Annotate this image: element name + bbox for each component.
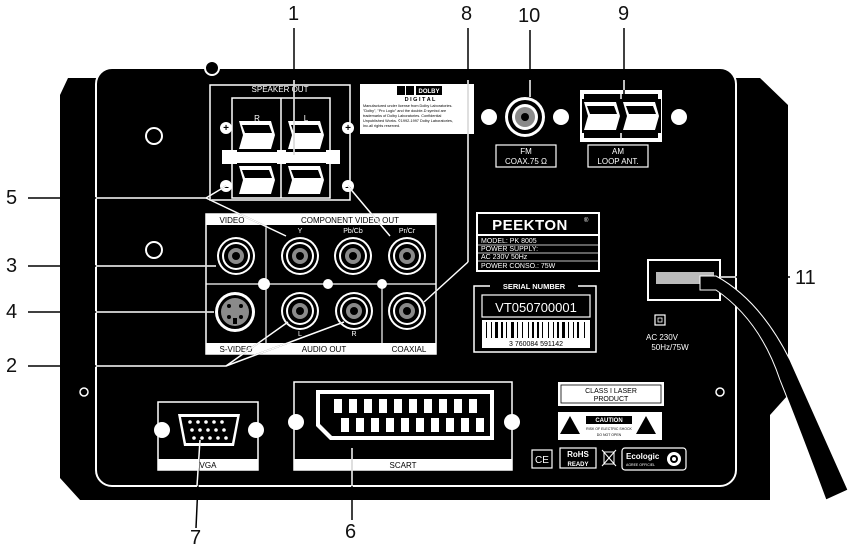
power-cord-block: AC 230V 50Hz/75W [646, 259, 848, 501]
component-pb-label: Pb/Cb [343, 228, 363, 235]
dolby-line-1: Manufactured under license from Dolby La… [363, 104, 453, 108]
callout-7: 7 [190, 527, 202, 549]
fm-coax-label: COAX.75 Ω [505, 157, 547, 166]
scart-label: SCART [390, 461, 417, 470]
fm-antenna-block: FM COAX.75 Ω [481, 97, 569, 168]
vga-label: VGA [200, 461, 218, 470]
top-mount-hole [204, 60, 220, 76]
barcode-digits: 3 760084 591142 [509, 341, 563, 348]
rohs-ready: READY [567, 462, 588, 468]
callout-5: 5 [6, 187, 18, 209]
rohs-mark: RoHS [567, 450, 589, 459]
leader-lines-inner [96, 80, 736, 487]
svideo-label: S-VIDEO [220, 345, 253, 354]
caution-line-1: RISK OF ELECTRIC SHOCK [586, 427, 632, 431]
callout-4: 4 [6, 301, 18, 323]
caution-label: CAUTION RISK OF ELECTRIC SHOCK DO NOT OP… [558, 412, 662, 440]
brand-registered: ® [584, 217, 589, 224]
serial-title: SERIAL NUMBER [503, 282, 566, 291]
audio-l-label: L [298, 331, 302, 338]
speaker-plus-right: + [345, 123, 351, 134]
panel-hole-lower [145, 241, 163, 259]
callout-9: 9 [618, 3, 630, 25]
component-y-label: Y [298, 228, 303, 235]
left-screw-hole [79, 387, 89, 397]
speaker-minus-left: – [223, 182, 229, 193]
power-rating-2: 50Hz/75W [651, 343, 689, 352]
component-pr-label: Pr/Cr [399, 228, 416, 235]
brand-name: PEEKTON [492, 217, 568, 234]
dolby-brand: DOLBY [419, 89, 440, 95]
weee-bin-icon [601, 449, 617, 467]
scart-block: SCART [288, 381, 520, 471]
audio-out-label: AUDIO OUT [302, 345, 347, 354]
callout-10: 10 [518, 5, 541, 27]
dolby-license-box: DOLBY D I G I T A L Manufactured under l… [360, 84, 474, 134]
video-label: VIDEO [220, 216, 245, 225]
model-row-4: POWER CONSO.: 75W [481, 263, 556, 270]
right-screw-hole [715, 387, 725, 397]
speaker-minus-right: – [345, 182, 351, 193]
dolby-line-4: Unpublished Works. ©1992-1997 Dolby Labo… [363, 119, 453, 123]
serial-number-label: SERIAL NUMBER VT050700001 3 760084 59114… [473, 281, 597, 353]
ce-mark: CE [535, 455, 549, 466]
barcode-bars [486, 322, 585, 338]
laser-label: CLASS I LASER PRODUCT [558, 382, 664, 406]
av-output-block: VIDEO COMPONENT VIDEO OUT S-VIDEO AUDIO … [205, 213, 437, 355]
am-label: AM [612, 147, 624, 156]
ecologic-sub: AGREE OFFICIEL [626, 463, 655, 467]
vga-pins [188, 420, 228, 440]
fm-label: FM [520, 147, 532, 156]
panel-hole-upper [145, 127, 163, 145]
compliance-marks: CE RoHS READY Ecologic AGREE OFFICIEL [531, 447, 687, 471]
laser-line-2: PRODUCT [594, 396, 629, 403]
model-label: PEEKTON ® MODEL: PK 8005 POWER SUPPLY: A… [476, 212, 600, 272]
am-antenna-block: AM LOOP ANT. [580, 90, 687, 168]
dolby-line-3: trademarks of Dolby Laboratories. Confid… [363, 114, 441, 118]
caution-title: CAUTION [595, 418, 622, 424]
dolby-digital: D I G I T A L [405, 97, 436, 103]
serial-number: VT050700001 [495, 300, 577, 315]
model-row-1: MODEL: PK 8005 [481, 238, 537, 245]
callout-11: 11 [795, 267, 816, 289]
caution-line-2: DO NOT OPEN [597, 433, 622, 437]
coaxial-label: COAXIAL [392, 345, 427, 354]
callout-3: 3 [6, 255, 18, 277]
power-rating-1: AC 230V [646, 333, 679, 342]
dolby-line-5: Inc.all rights reserved. [363, 124, 400, 128]
model-row-2: POWER SUPPLY: [481, 246, 538, 253]
model-row-3: AC 230V 50Hz [481, 254, 528, 261]
speaker-out-title: SPEAKER OUT [252, 85, 309, 94]
callout-6: 6 [345, 521, 357, 543]
callout-8: 8 [461, 3, 473, 25]
vga-block: VGA [154, 401, 264, 471]
component-video-label: COMPONENT VIDEO OUT [301, 216, 399, 225]
speaker-out-block: SPEAKER OUT R L + + – – [209, 84, 354, 201]
audio-r-label: R [351, 331, 356, 338]
am-loop-label: LOOP ANT. [597, 157, 638, 166]
callout-2: 2 [6, 355, 18, 377]
scart-pins [334, 399, 484, 432]
laser-line-1: CLASS I LASER [585, 388, 637, 395]
speaker-l-label: L [304, 114, 309, 123]
speaker-plus-left: + [223, 123, 229, 134]
ecologic-mark: Ecologic [626, 452, 660, 461]
dolby-line-2: "Dolby", "Pro Logic" and the double-D sy… [363, 109, 446, 113]
speaker-r-label: R [254, 114, 260, 123]
callout-1: 1 [288, 3, 300, 25]
